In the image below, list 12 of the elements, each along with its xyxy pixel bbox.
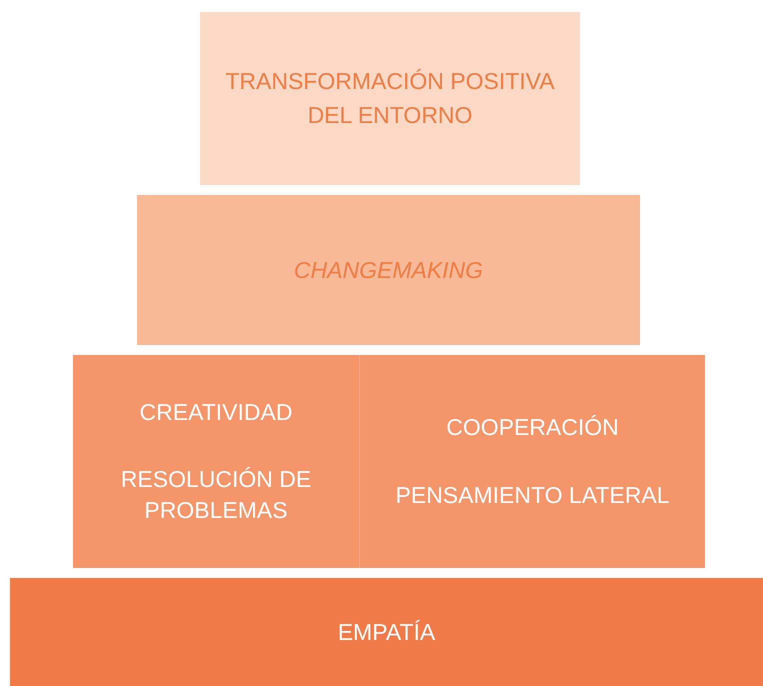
tier-label: RESOLUCIÓN DE PROBLEMAS — [120, 464, 312, 526]
pyramid-tier — [73, 355, 359, 568]
pyramid-tier — [10, 578, 763, 686]
tier-label: PENSAMIENTO LATERAL — [396, 480, 670, 510]
tier-label: EMPATÍA — [338, 618, 436, 647]
pyramid-tier — [200, 12, 580, 185]
tier-label: CREATIVIDAD — [140, 398, 292, 427]
pyramid-tier — [137, 195, 640, 345]
tier-label: CHANGEMAKING — [294, 256, 484, 285]
tier-label: COOPERACIÓN — [446, 413, 619, 442]
pyramid-tier — [359, 355, 705, 568]
tier-label: TRANSFORMACIÓN POSITIVA DEL ENTORNO — [224, 67, 556, 130]
